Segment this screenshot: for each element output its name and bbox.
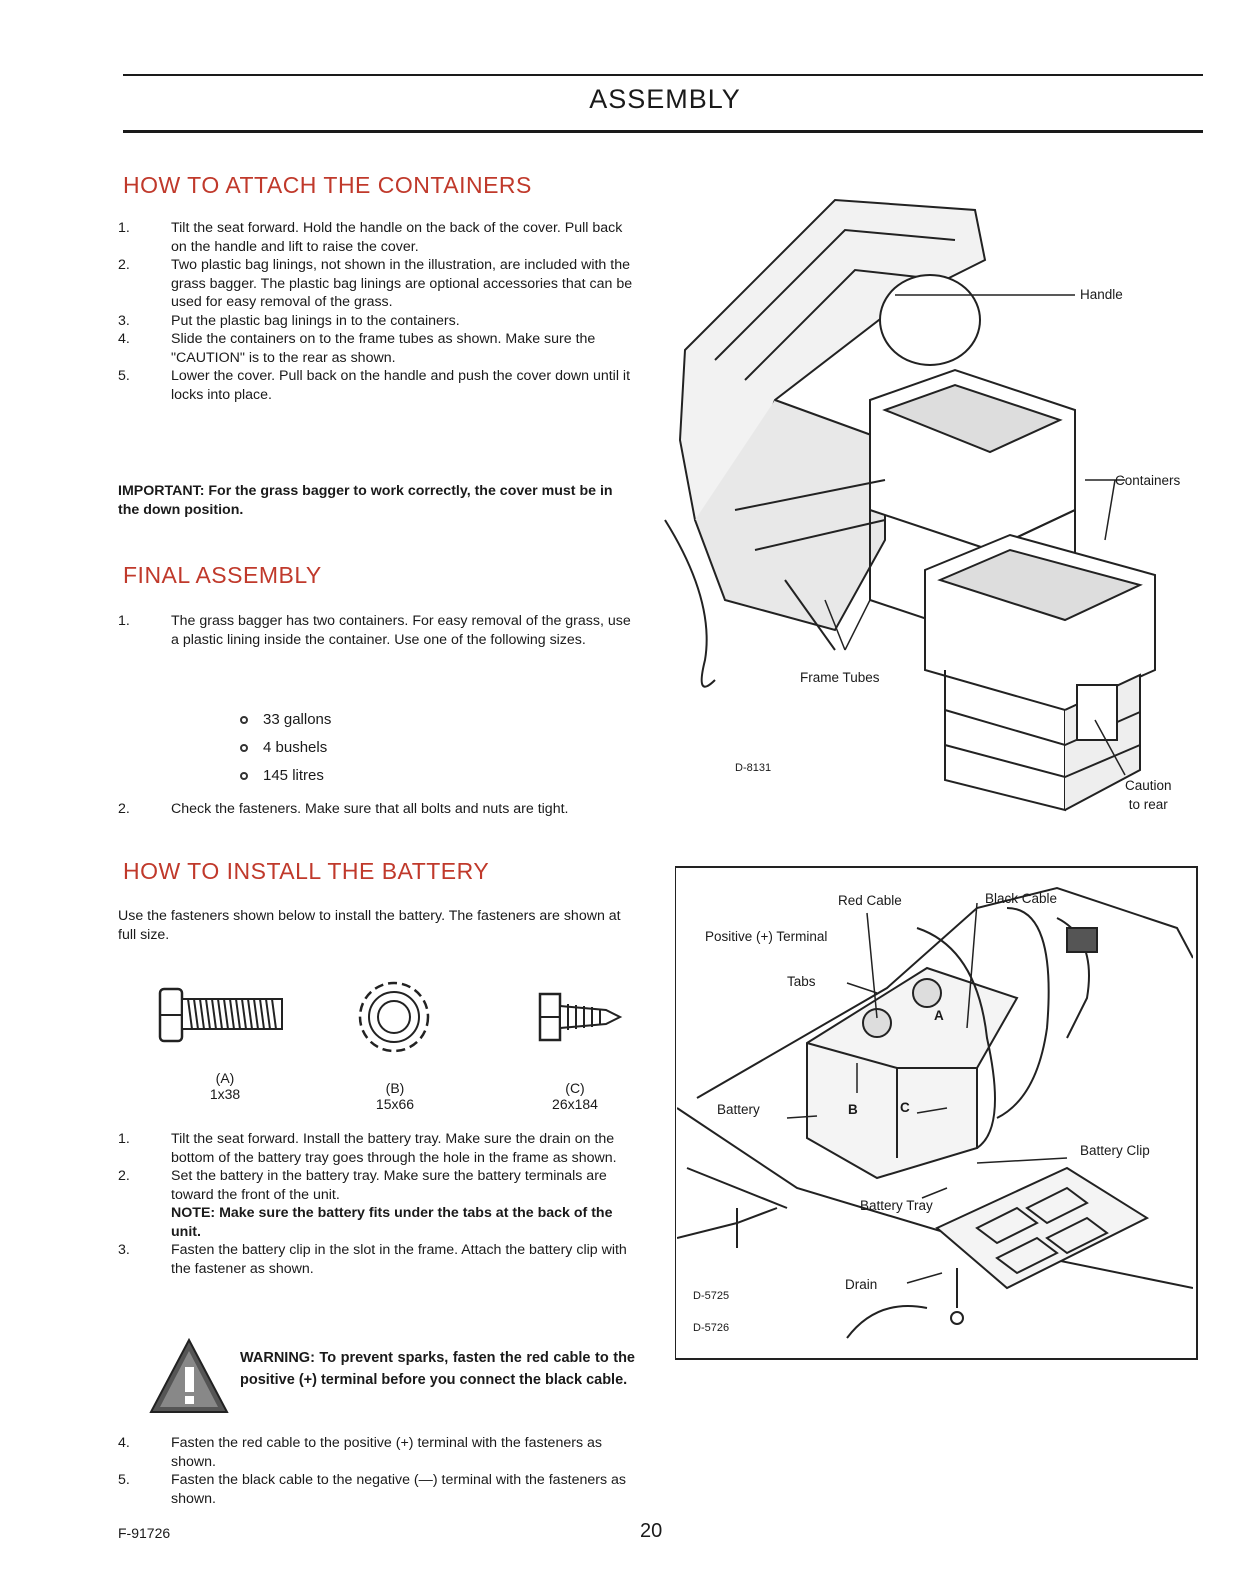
list-item: 1. Tilt the seat forward. Install the bat…	[118, 1130, 638, 1167]
battery-steps-after: 4. Fasten the red cable to the positive (…	[118, 1434, 638, 1508]
list-item: 2. Two plastic bag linings, not shown in …	[118, 256, 638, 312]
containers-heading: HOW TO ATTACH THE CONTAINERS	[123, 172, 532, 198]
list-item: 5. Lower the cover. Pull back on the hand…	[118, 367, 638, 404]
list-item: 145 litres	[240, 767, 331, 795]
doc-number: F-91726	[118, 1525, 171, 1541]
caution-text-2: to rear	[1128, 797, 1168, 812]
fastener-size: 1x38	[209, 1086, 241, 1102]
red-cable-label: Red Cable	[838, 893, 902, 908]
step-number: 5.	[118, 368, 130, 384]
step-number: 2.	[118, 257, 130, 273]
containers-label: Containers	[1115, 473, 1181, 488]
list-item: 1. Tilt the seat forward. Hold the handle…	[118, 219, 638, 256]
bullet-icon	[240, 772, 248, 781]
step-number: 2.	[118, 1168, 130, 1184]
battery-label: Battery	[717, 1102, 760, 1117]
step-number: 3.	[118, 1242, 130, 1258]
battery-intro: Use the fasteners shown below to install…	[118, 908, 621, 943]
list-item: 2. Set the battery in the battery tray. M…	[118, 1167, 638, 1241]
step-number: 1.	[118, 220, 130, 236]
battery-clip-label: Battery Clip	[1080, 1143, 1150, 1158]
bullet-icon	[240, 744, 248, 753]
size-text: 4 bushels	[263, 739, 328, 756]
figure2-code-1: D-5725	[693, 1290, 730, 1302]
list-item: 2. Check the fasteners. Make sure that al…	[118, 800, 638, 819]
fastener-letter: (C)	[565, 1080, 585, 1096]
step-text: Fasten the battery clip in the slot in t…	[171, 1242, 627, 1277]
handle-label: Handle	[1080, 287, 1123, 302]
step-number: 1.	[118, 613, 130, 629]
bolt-a-illustration	[158, 987, 283, 1043]
fastener-a-label: (A)1x38	[185, 1070, 265, 1102]
containers-steps: 1. Tilt the seat forward. Hold the handle…	[118, 219, 638, 404]
final-step-1: 1. The grass bagger has two containers. F…	[118, 612, 638, 649]
important-note: IMPORTANT: For the grass bagger to work …	[118, 483, 613, 518]
fastener-c-label: (C)26x184	[535, 1080, 615, 1112]
list-item: 4 bushels	[240, 739, 331, 767]
battery-steps: 1. Tilt the seat forward. Install the bat…	[118, 1130, 638, 1278]
battery-heading: HOW TO INSTALL THE BATTERY	[123, 858, 490, 884]
step-number: 1.	[118, 1131, 130, 1147]
list-item: 4. Fasten the red cable to the positive (…	[118, 1434, 638, 1471]
warning-text: WARNING: To prevent sparks, fasten the r…	[240, 1350, 635, 1388]
list-item: 1. The grass bagger has two containers. F…	[118, 612, 638, 649]
step-text: Check the fasteners. Make sure that all …	[171, 801, 569, 817]
battery-figure-frame	[675, 866, 1198, 1360]
list-item: 5. Fasten the black cable to the negative…	[118, 1471, 638, 1508]
screw-c-illustration	[538, 992, 623, 1042]
note-text: NOTE: Make sure the battery fits under t…	[171, 1205, 613, 1240]
fastener-b-label: (B)15x66	[355, 1080, 435, 1112]
list-item: 3. Fasten the battery clip in the slot in…	[118, 1241, 638, 1278]
final-step-2: 2. Check the fasteners. Make sure that al…	[118, 800, 638, 819]
bullet-icon	[240, 716, 248, 725]
battery-installation-illustration	[677, 886, 1193, 1339]
size-text: 33 gallons	[263, 711, 332, 728]
header-rule-top	[123, 74, 1203, 76]
fastener-b-callout: B	[848, 1102, 858, 1117]
step-text: Put the plastic bag linings in to the co…	[171, 312, 460, 329]
caution-label: Caution to rear	[1125, 776, 1172, 814]
figure2-code-2: D-5726	[693, 1322, 730, 1334]
step-number: 5.	[118, 1472, 130, 1488]
size-list: 33 gallons 4 bushels 145 litres	[240, 711, 331, 795]
step-text: Tilt the seat forward. Install the batte…	[171, 1131, 617, 1166]
step-text: Slide the containers on to the frame tub…	[171, 331, 596, 366]
figure1-code: D-8131	[735, 762, 772, 774]
step-text: The grass bagger has two containers. For…	[171, 613, 631, 648]
black-cable-label: Black Cable	[985, 891, 1058, 906]
list-item: 33 gallons	[240, 711, 331, 739]
warning-icon	[149, 1337, 229, 1413]
page-number: 20	[640, 1520, 663, 1542]
caution-text: Caution	[1125, 778, 1172, 793]
size-text: 145 litres	[263, 767, 324, 784]
drain-label: Drain	[845, 1277, 878, 1292]
step-text: Set the battery in the battery tray. Mak…	[171, 1168, 607, 1203]
battery-tray-label: Battery Tray	[860, 1198, 933, 1213]
step-number: 4.	[118, 1435, 130, 1451]
step-text: Lower the cover. Pull back on the handle…	[171, 368, 631, 403]
fastener-size: 26x184	[552, 1096, 598, 1112]
final-heading: FINAL ASSEMBLY	[123, 562, 322, 588]
step-number: 3.	[118, 312, 130, 329]
step-text: Two plastic bag linings, not shown in th…	[171, 257, 633, 310]
fastener-size: 15x66	[375, 1096, 415, 1112]
positive-terminal-label: Positive (+) Terminal	[705, 929, 828, 944]
step-text: Fasten the red cable to the positive (+)…	[171, 1435, 602, 1470]
fastener-a-callout: A	[934, 1008, 944, 1023]
lock-nut-b-illustration	[358, 981, 430, 1053]
fastener-letter: (A)	[215, 1070, 235, 1086]
step-text: Fasten the black cable to the negative (…	[171, 1472, 627, 1507]
grass-bagger-illustration	[664, 198, 1156, 812]
header-rule-bottom	[123, 130, 1203, 133]
list-item: 4. Slide the containers on to the frame t…	[118, 330, 638, 367]
step-text: Tilt the seat forward. Hold the handle o…	[171, 220, 623, 255]
step-number: 4.	[118, 331, 130, 347]
tabs-label: Tabs	[787, 974, 816, 989]
frame-tubes-label: Frame Tubes	[800, 670, 880, 685]
fastener-c-callout: C	[900, 1100, 910, 1115]
step-number: 2.	[118, 801, 130, 817]
page-title: ASSEMBLY	[589, 84, 741, 114]
list-item: 3. Put the plastic bag linings in to the …	[118, 312, 638, 331]
fastener-letter: (B)	[385, 1080, 405, 1096]
